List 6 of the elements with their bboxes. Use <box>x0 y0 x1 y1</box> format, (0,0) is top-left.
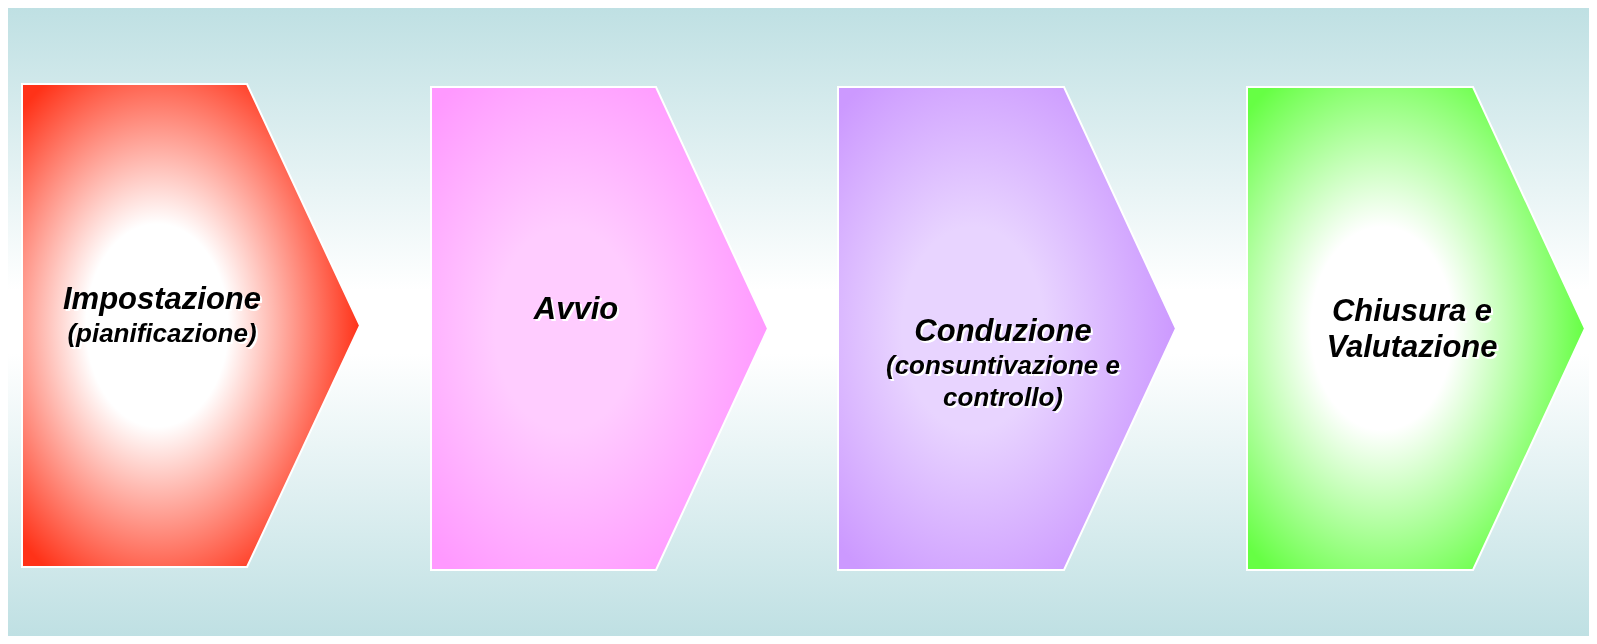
stage-subtitle: (pianificazione) <box>67 317 257 350</box>
stage-title: Impostazione <box>62 281 262 318</box>
stage-title: Avvio <box>533 290 619 327</box>
stage-title: Chiusura e Valutazione <box>1325 292 1499 365</box>
stage-title: Conduzione <box>914 313 1092 349</box>
stage-subtitle: (consuntivazione e controllo) <box>884 348 1121 414</box>
